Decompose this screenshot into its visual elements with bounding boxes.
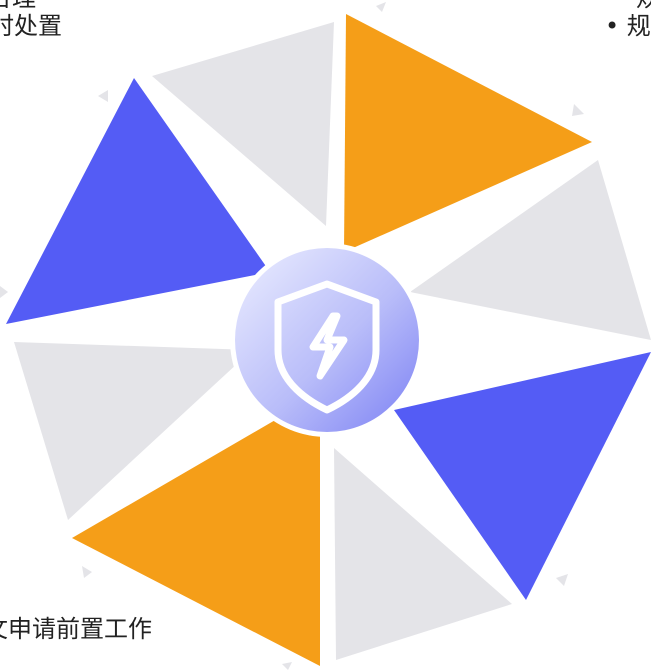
arrow-tick — [376, 2, 386, 12]
text-fragment-top-right-2: • 规 — [605, 12, 651, 40]
segment-blue-top-left — [6, 78, 270, 324]
segment-blue-right — [394, 352, 651, 600]
segment-gray-top — [152, 22, 334, 226]
segment-gray-bottom-right — [334, 448, 512, 660]
shield-outline — [274, 280, 380, 414]
arrow-tick — [282, 662, 292, 670]
arrow-tick — [572, 104, 584, 116]
arrow-tick — [82, 566, 92, 578]
arrow-tick — [0, 286, 8, 298]
segment-orange-bottom-left — [72, 394, 320, 666]
segment-gray-left-lower — [14, 342, 252, 520]
text-fragment-top-left-2: 时处置 — [0, 12, 62, 40]
arrow-tick — [556, 574, 568, 586]
shield-lightning-icon — [274, 280, 380, 414]
arrow-tick — [98, 90, 108, 102]
segment-orange-top-right — [344, 14, 592, 252]
text-fragment-top-left-1: 合理 — [0, 0, 36, 12]
lightning-bolt — [309, 312, 348, 380]
segment-gray-right-upper — [410, 160, 651, 340]
text-fragment-bottom-left: 文申请前置工作 — [0, 615, 152, 643]
text-fragment-top-right-1: 规 — [636, 0, 651, 12]
